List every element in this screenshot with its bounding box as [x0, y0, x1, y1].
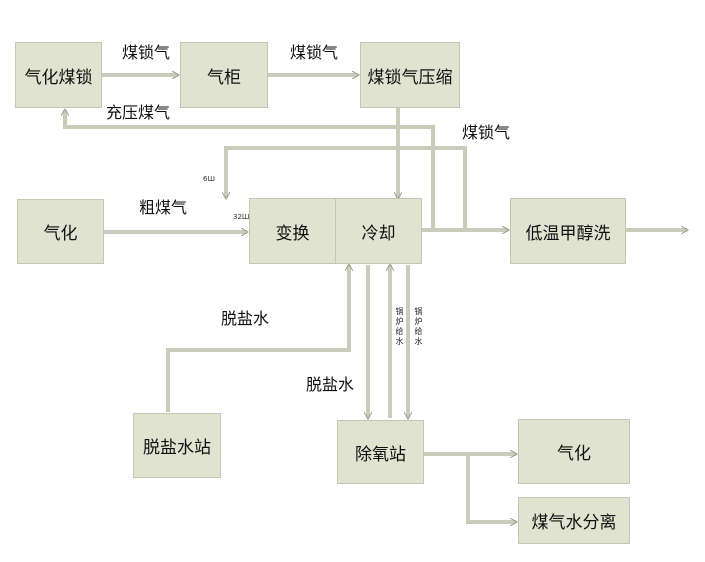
label-raw-gas: 粗煤气 — [139, 198, 188, 217]
label-pressure-32: 32Ш — [233, 213, 250, 221]
pipe-pressurize-gas-return — [65, 110, 435, 228]
node-demin-station: 脱盐水站 — [133, 413, 221, 478]
node-shift: 变换 — [249, 198, 336, 264]
node-gas-holder: 气柜 — [180, 42, 268, 108]
label-boiler-water-1: 锅炉给水 — [395, 307, 404, 346]
node-lock-gas-compression: 煤锁气压缩 — [360, 42, 460, 108]
label-pressurize-gas: 充压煤气 — [106, 103, 171, 122]
label-boiler-water-2: 锅炉给水 — [414, 307, 423, 346]
pipe-demin-water-1 — [166, 265, 349, 412]
node-cooling: 冷却 — [335, 198, 422, 264]
label-lock-gas-3: 煤锁气 — [462, 123, 511, 142]
label-lock-gas-1: 煤锁气 — [122, 43, 171, 62]
node-gas-water-separation: 煤气水分离 — [518, 497, 630, 544]
label-demin-water-1: 脱盐水 — [221, 309, 270, 328]
node-gasification-lock: 气化煤锁 — [15, 42, 102, 108]
pipe-lock-gas-to-rectisol — [226, 146, 467, 228]
node-deaerator: 除氧站 — [337, 420, 424, 484]
node-rectisol: 低温甲醇洗 — [510, 198, 626, 264]
node-gasification-out: 气化 — [518, 419, 630, 484]
node-gasification: 气化 — [17, 199, 104, 264]
label-pressure-6: 6Ш — [203, 175, 215, 183]
label-demin-water-2: 脱盐水 — [306, 375, 355, 394]
pipe-deaerator-to-separation — [466, 454, 516, 522]
label-lock-gas-2: 煤锁气 — [290, 43, 339, 62]
